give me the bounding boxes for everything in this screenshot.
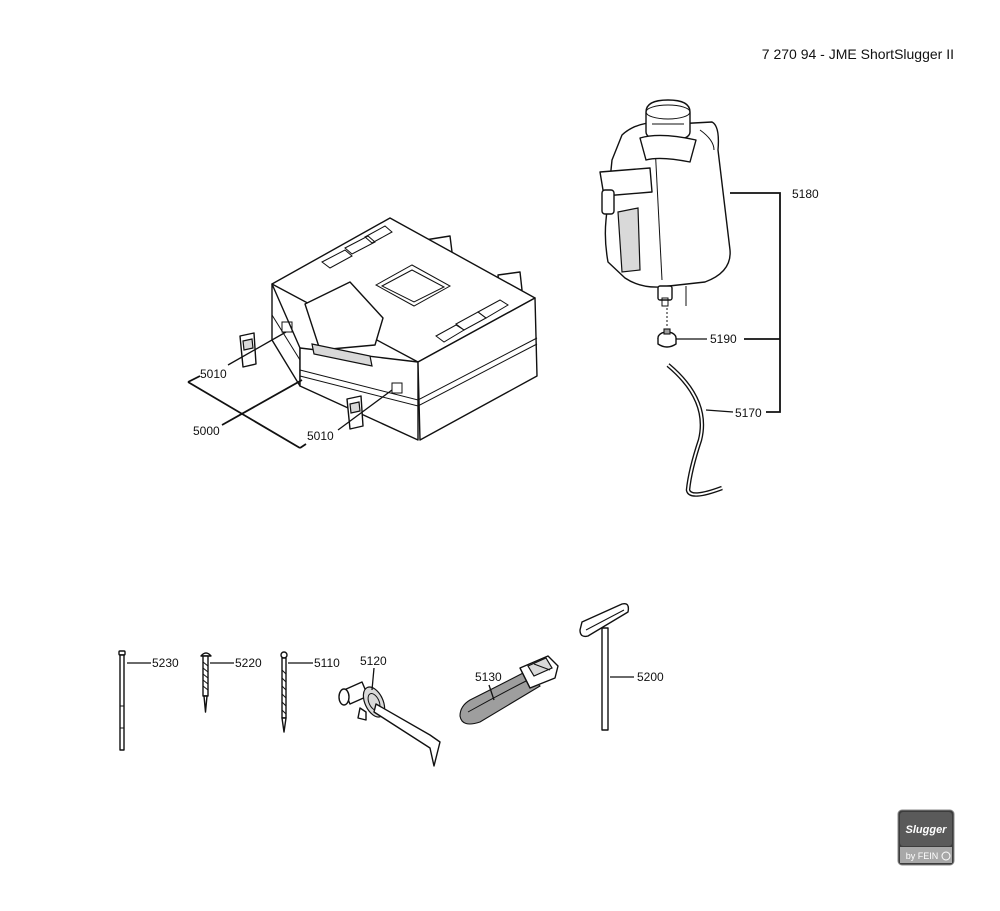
label-5130: 5130 [475,670,502,684]
label-5180: 5180 [792,187,819,201]
valve-connector [657,328,677,348]
coolant-hose [666,363,723,497]
chip-guard-rod [338,681,441,767]
label-5190: 5190 [710,332,737,346]
label-5220: 5220 [235,656,262,670]
label-5170: 5170 [735,406,762,420]
svg-text:Slugger: Slugger [906,824,948,836]
label-5230: 5230 [152,656,179,670]
diagram-title: 7 270 94 - JME ShortSlugger II [762,46,954,62]
slugger-by-fein-logo: Slugger by FEIN [897,809,955,866]
label-5200: 5200 [637,670,664,684]
label-5120: 5120 [360,654,387,668]
carrying-case [271,217,538,441]
pilot-pin-long [118,650,126,751]
tie-down-strap [459,655,559,725]
svg-text:by FEIN: by FEIN [906,851,939,861]
label-5000: 5000 [193,424,220,438]
pilot-pin-short [200,652,212,713]
label-5010-upper: 5010 [200,367,227,381]
ejector-pin [280,651,288,733]
t-handle-wrench [579,602,630,731]
label-5010-lower: 5010 [307,429,334,443]
coolant-tank [599,99,731,307]
label-5110: 5110 [314,656,340,670]
